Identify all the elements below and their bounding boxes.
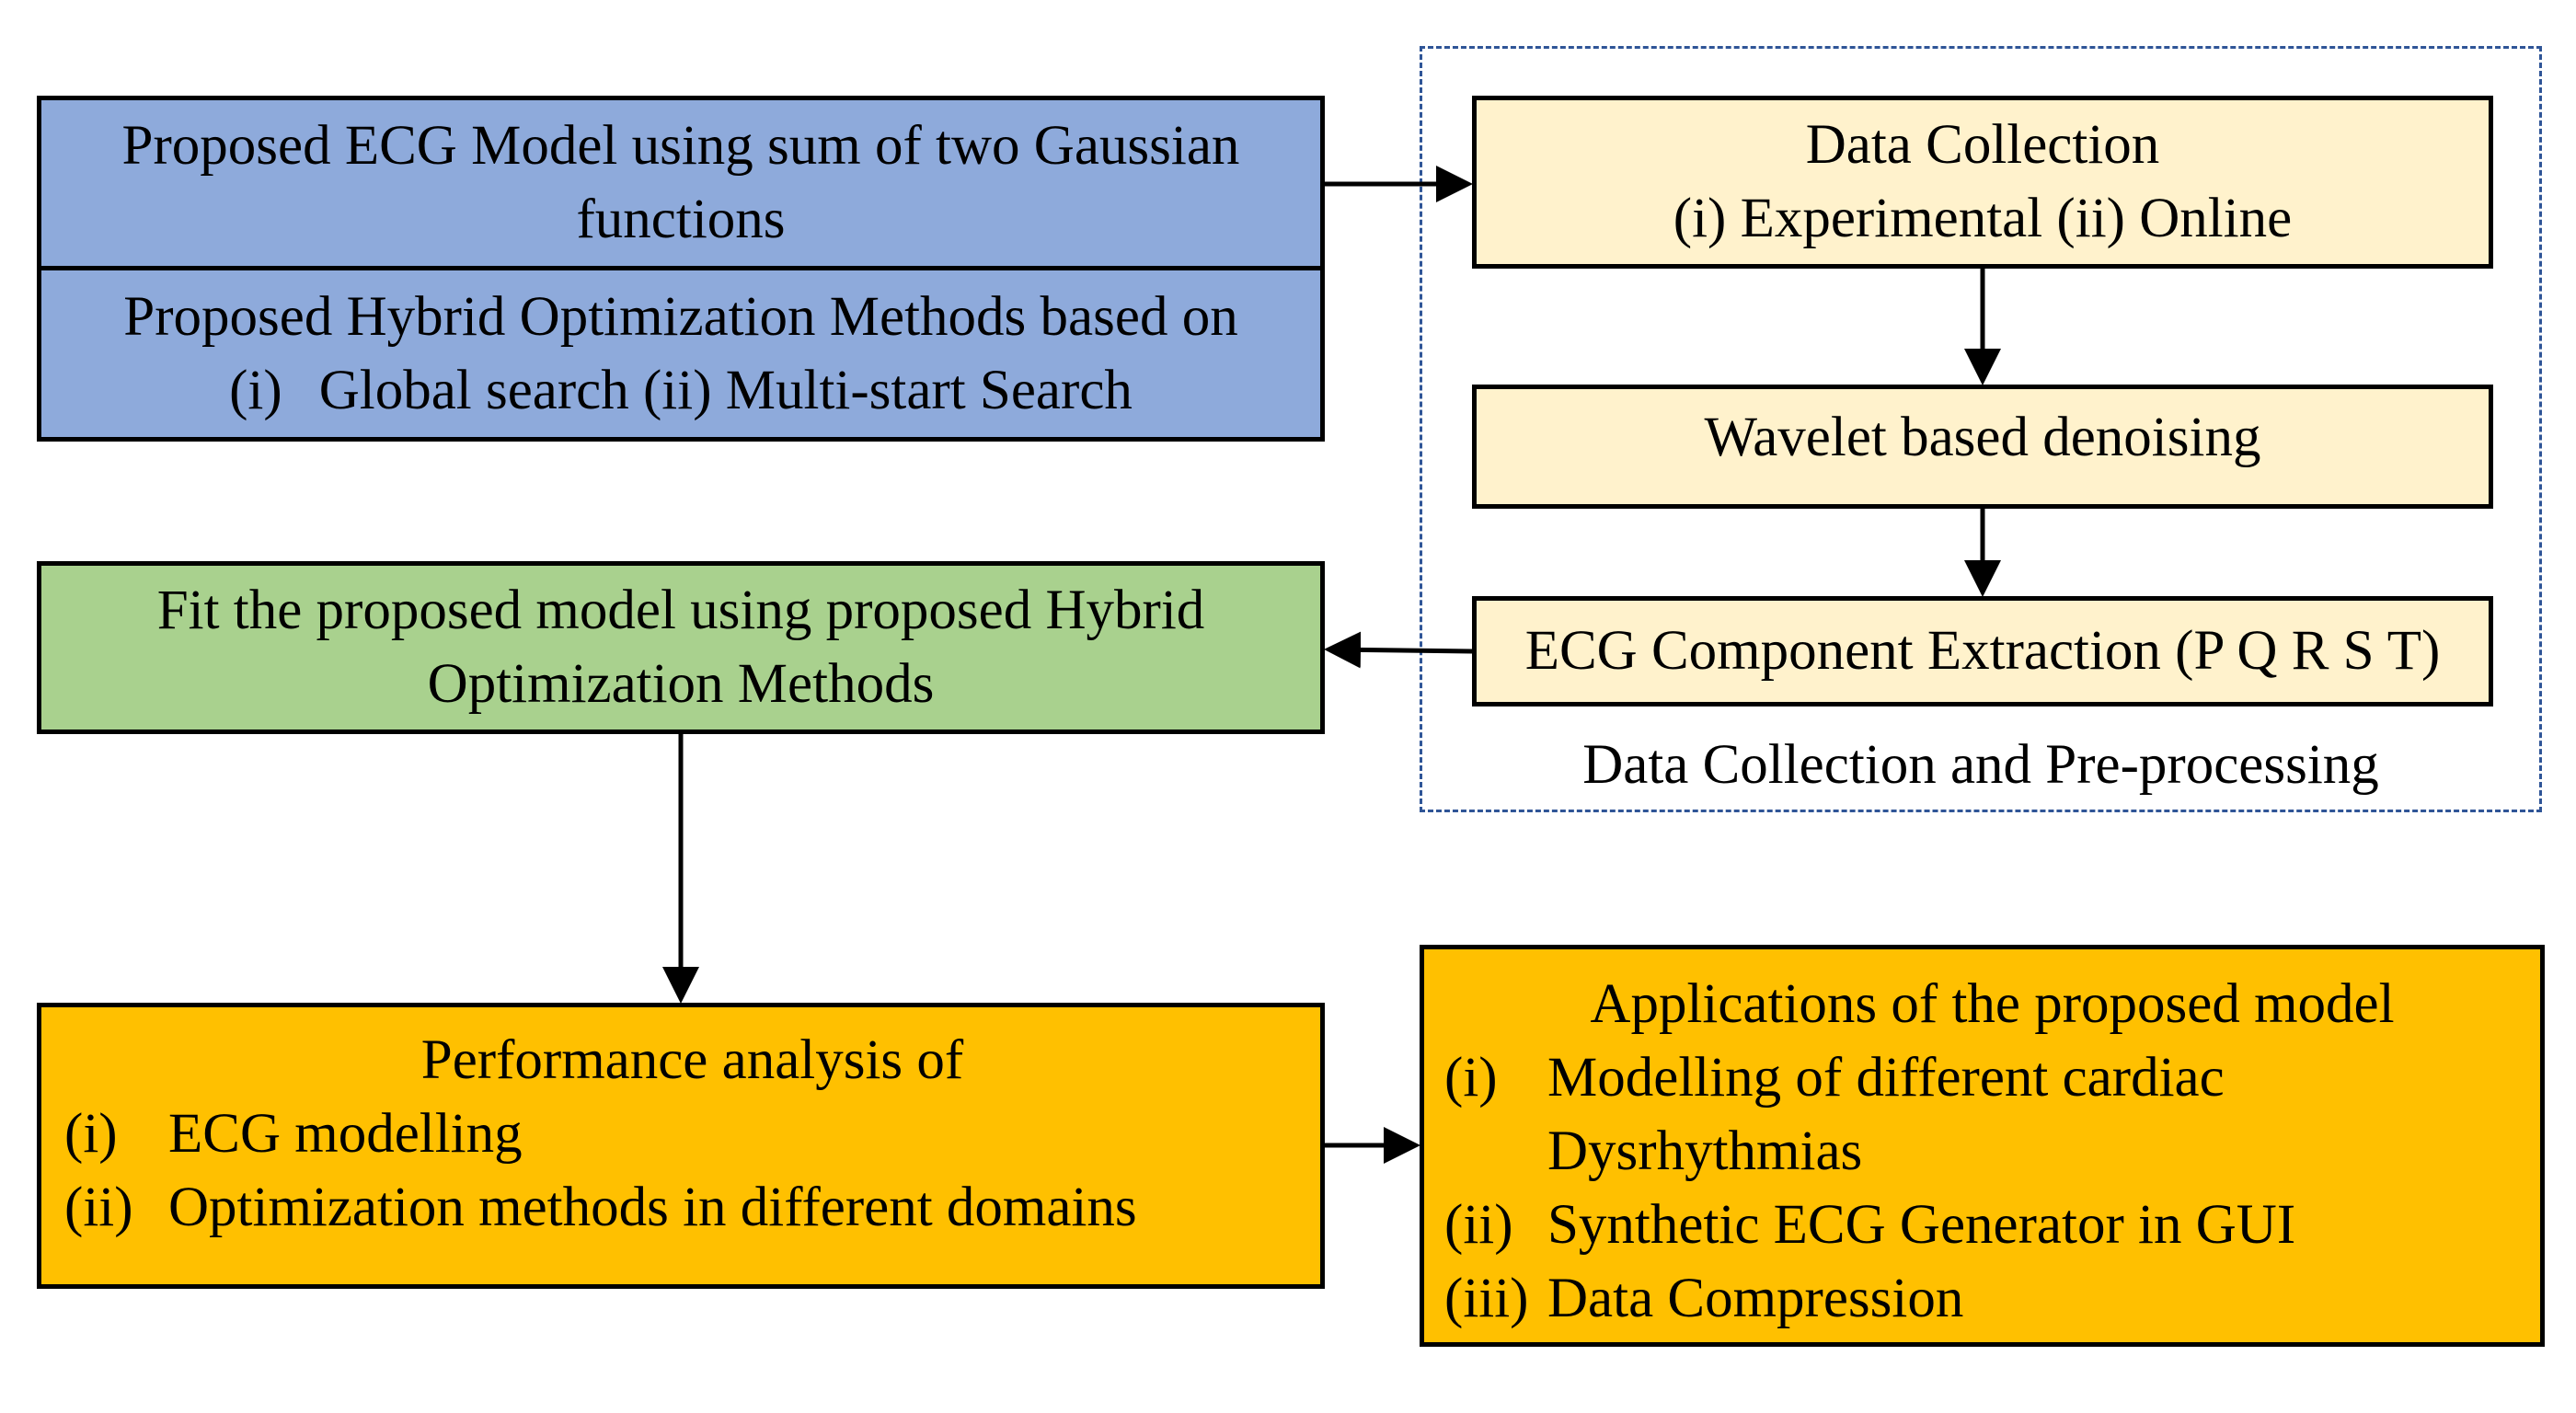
performance-title: Performance analysis of: [420, 1029, 964, 1091]
performance-item-1-text: ECG modelling: [168, 1103, 523, 1165]
data-collection-line1: Data Collection: [1805, 114, 2160, 176]
model-box-line1: Proposed ECG Model using sum of two Gaus…: [121, 115, 1240, 177]
applications-item-1: (i) Modelling of different cardiac: [1444, 1041, 2540, 1115]
fit-box-line2: Optimization Methods: [427, 653, 935, 715]
performance-item-1-number: (i): [64, 1103, 118, 1165]
performance-item-2-text: Optimization methods in different domain…: [168, 1177, 1137, 1238]
ecg-component-extraction-box: ECG Component Extraction (P Q R S T): [1472, 596, 2493, 706]
performance-analysis-box: Performance analysis of (i) ECG modellin…: [37, 1003, 1325, 1289]
applications-item-3-number: (iii): [1444, 1268, 1529, 1329]
hybrid-box-item: (i) Global search (ii) Multi-start Searc…: [229, 354, 1133, 428]
model-box-line2: functions: [576, 189, 786, 250]
fit-model-box: Fit the proposed model using proposed Hy…: [37, 561, 1325, 734]
applications-item-1-number: (i): [1444, 1047, 1498, 1109]
hybrid-item-text: Global search (ii) Multi-start Search: [318, 359, 1133, 421]
applications-item-1-text: Modelling of different cardiac: [1547, 1047, 2225, 1109]
applications-item-3: (iii) Data Compression: [1444, 1262, 2540, 1336]
performance-item-2-number: (ii): [64, 1177, 133, 1238]
fit-box-line1: Fit the proposed model using proposed Hy…: [156, 580, 1205, 641]
applications-item-2-number: (ii): [1444, 1194, 1513, 1256]
performance-item-2: (ii) Optimization methods in different d…: [64, 1171, 1320, 1245]
hybrid-methods-box: Proposed Hybrid Optimization Methods bas…: [37, 266, 1325, 442]
wavelet-denoising-label: Wavelet based denoising: [1704, 406, 2261, 468]
ecg-component-extraction-label: ECG Component Extraction (P Q R S T): [1524, 620, 2441, 682]
applications-box: Applications of the proposed model (i) M…: [1420, 945, 2545, 1347]
preprocessing-group: [1420, 46, 2542, 812]
applications-item-1-text-2: Dysrhythmias: [1547, 1120, 1863, 1182]
applications-item-3-text: Data Compression: [1547, 1268, 1964, 1329]
hybrid-box-line1: Proposed Hybrid Optimization Methods bas…: [123, 285, 1238, 348]
data-collection-box: Data Collection (i) Experimental (ii) On…: [1472, 96, 2493, 269]
applications-item-1-continued: Dysrhythmias: [1444, 1115, 2540, 1189]
hybrid-item-number: (i): [229, 359, 282, 421]
applications-item-2: (ii) Synthetic ECG Generator in GUI: [1444, 1189, 2540, 1262]
wavelet-denoising-box: Wavelet based denoising: [1472, 385, 2493, 509]
preprocessing-caption: Data Collection and Pre-processing: [1582, 734, 2379, 796]
applications-item-2-text: Synthetic ECG Generator in GUI: [1547, 1194, 2296, 1256]
arrow-extraction-to-fit: [1324, 631, 1473, 669]
performance-item-1: (i) ECG modelling: [64, 1097, 1320, 1171]
data-collection-line2: (i) Experimental (ii) Online: [1673, 188, 2293, 249]
applications-title: Applications of the proposed model: [1590, 973, 2395, 1035]
